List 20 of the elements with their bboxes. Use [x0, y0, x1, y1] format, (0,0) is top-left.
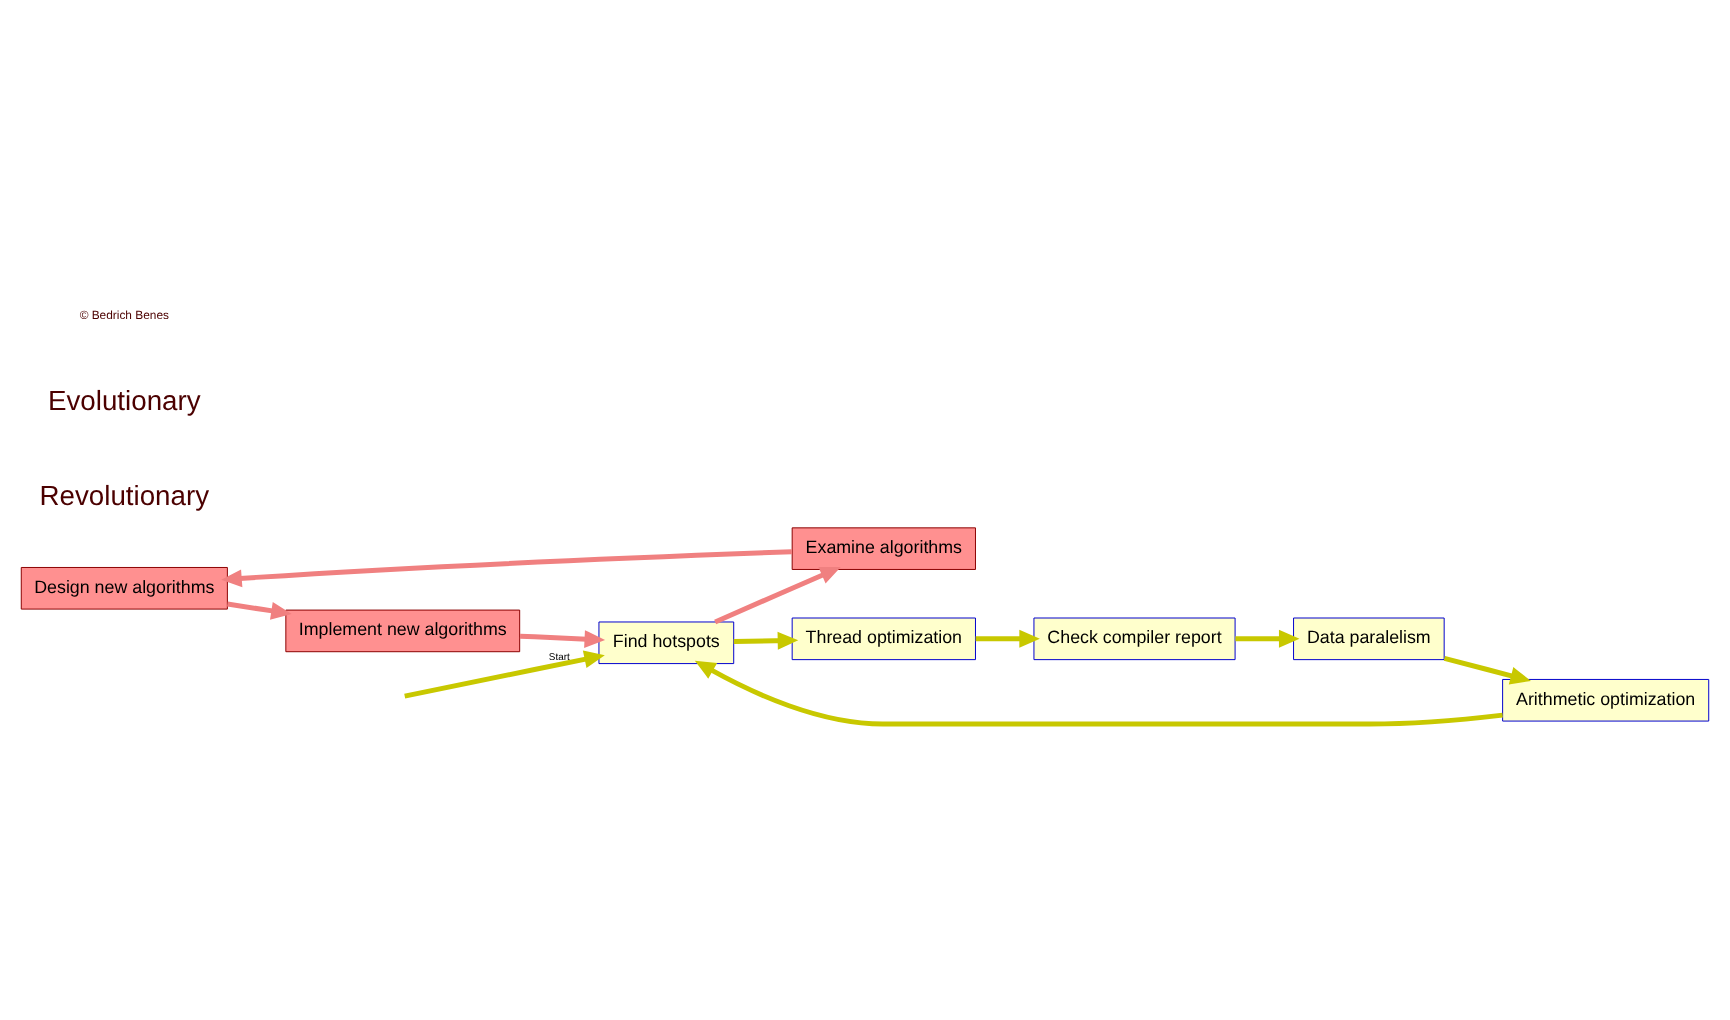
- arrow: [975, 628, 1040, 647]
- node-box: Thread optimization: [791, 616, 976, 660]
- node-box: Examine algorithms: [791, 526, 976, 569]
- arrow: [519, 629, 606, 648]
- arrow: [221, 548, 793, 587]
- label: Revolutionary: [39, 477, 210, 510]
- node-box: Find hotspots: [598, 620, 735, 664]
- node-box: Implement new algorithms: [285, 608, 521, 652]
- arrow: [404, 649, 605, 698]
- arrow: [694, 659, 1503, 726]
- arrow: [1443, 654, 1531, 684]
- arrow: [1235, 628, 1300, 647]
- arrow: [714, 566, 841, 624]
- node-box: Check compiler report: [1033, 616, 1236, 660]
- node-box: Data paralelism: [1293, 616, 1445, 660]
- node-box: Design new algorithms: [20, 566, 228, 609]
- arrow: [733, 630, 799, 649]
- arrow: [227, 600, 292, 619]
- node-box: Arithmetic optimization: [1502, 677, 1710, 721]
- label: Evolutionary: [48, 382, 201, 415]
